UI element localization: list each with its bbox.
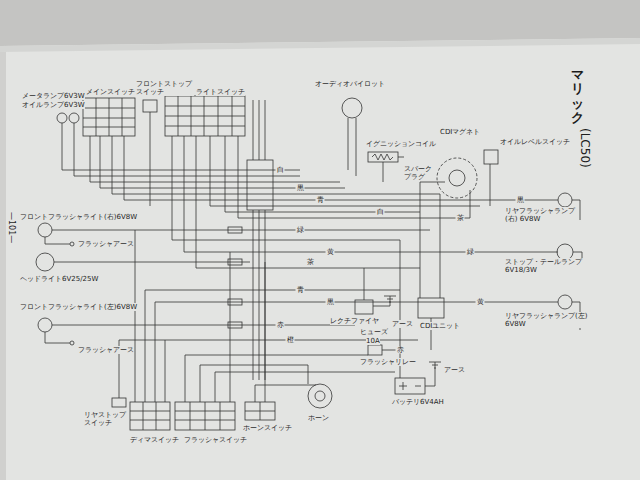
wire-color-code: 黄 xyxy=(476,299,485,306)
component-label: 10A xyxy=(366,337,380,345)
wire-color-code: 茶 xyxy=(456,215,465,222)
component-label: フラッシャスイッチ xyxy=(184,436,247,444)
component-label: メータランプ6V3W xyxy=(22,92,85,100)
wire-color-code: 緑 xyxy=(466,249,475,256)
component-label: リヤフラッシャランプ (右) 6V8W xyxy=(505,207,577,223)
wire-color-code: 赤 xyxy=(396,347,405,354)
rotated-note: (LC50) xyxy=(578,128,592,168)
component-label: リヤフラッシャランプ(左) 6V8W xyxy=(505,312,595,328)
wire-color-code: 黒 xyxy=(296,185,305,192)
paper-margin xyxy=(0,52,6,480)
component-label: レクチファイヤ xyxy=(330,317,379,325)
wire-color-code: 白 xyxy=(376,209,385,216)
paper-edge xyxy=(0,38,640,52)
component-label: フロントフラッシャライト(右)6V8W xyxy=(20,213,137,221)
component-label: フラッシャアース xyxy=(78,240,134,248)
component-label: フロントストップ スイッチ xyxy=(136,80,194,96)
component-label: リヤストップ スイッチ xyxy=(84,411,128,427)
component-label: スパーク プラグ xyxy=(404,165,436,181)
wire-color-code: 赤 xyxy=(276,322,285,329)
component-label: アース xyxy=(444,366,465,374)
component-label: ホーン xyxy=(308,414,329,422)
wire-color-code: 黒 xyxy=(326,299,335,306)
component-label: CDIユニット xyxy=(420,322,460,330)
component-label: ディマスイッチ xyxy=(130,436,179,444)
wire-color-code: 緑 xyxy=(296,227,305,234)
component-label: バッテリ6V4AH xyxy=(392,398,444,406)
component-label: ストップ・テールランプ 6V18/3W xyxy=(505,258,585,274)
wire-color-code: 黄 xyxy=(326,249,335,256)
component-label: メインスイッチ xyxy=(86,88,135,96)
component-label: フラッシャリレー xyxy=(360,358,416,366)
wire-color-code: 青 xyxy=(316,197,325,204)
rotated-note: —101— xyxy=(7,212,16,243)
wire-color-code: 黒 xyxy=(516,197,525,204)
component-label: イグニッションコイル xyxy=(366,140,436,148)
wire-color-code: 茶 xyxy=(306,259,315,266)
component-label: オイルランプ6V3W xyxy=(22,101,85,109)
wire-color-code: 橙 xyxy=(286,337,295,344)
wire-color-code: 白 xyxy=(276,167,285,174)
component-label: ライトスイッチ xyxy=(196,88,245,96)
component-label: フロントフラッシャライト(左)6V8W xyxy=(20,303,137,311)
wall-background xyxy=(0,0,640,46)
wire-color-code: 青 xyxy=(296,287,305,294)
component-label: ホーンスイッチ xyxy=(243,424,292,432)
component-label: アース xyxy=(392,320,413,328)
component-label: フラッシャアース xyxy=(78,346,134,354)
component-label: オーディオパイロット xyxy=(315,80,385,88)
component-label: CDIマグネト xyxy=(440,128,480,136)
component-label: オイルレベルスイッチ xyxy=(500,138,570,146)
diagram-title: マリック xyxy=(571,68,584,125)
component-label: ヒューズ xyxy=(360,328,388,336)
component-label: ヘッドライト6V25/25W xyxy=(20,275,98,283)
wires xyxy=(36,96,582,430)
